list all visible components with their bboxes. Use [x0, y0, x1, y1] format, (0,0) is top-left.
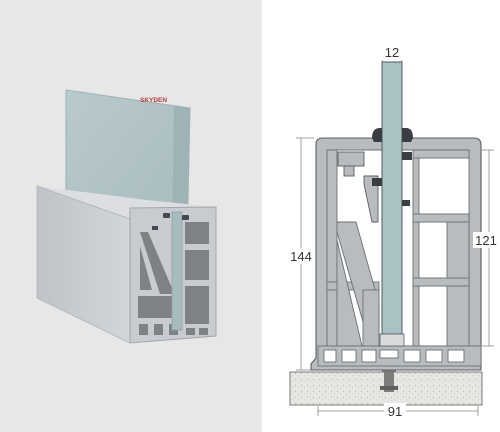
photo-section-glass [171, 211, 183, 331]
dim-total-height: 144 [290, 249, 312, 264]
glass-setting-block [379, 333, 405, 347]
dim-base-width: 91 [388, 404, 402, 419]
glass-gaskets [372, 128, 413, 206]
dim-glass-thickness: 12 [385, 45, 399, 60]
profile-bottom-chambers [317, 345, 482, 367]
profile-left-chambers [326, 149, 380, 347]
profile-clamp [337, 151, 379, 223]
photo-section-chambers [138, 222, 209, 335]
glass-panel [381, 61, 403, 335]
profile-right-chambers [412, 149, 470, 347]
product-photo: SKYDEN [0, 0, 262, 432]
technical-drawing: 12 144 121 91 [288, 44, 500, 419]
brand-logo: SKYDEN [140, 97, 167, 104]
photo-gaskets [152, 213, 189, 230]
dim-inner-height: 121 [475, 233, 497, 248]
